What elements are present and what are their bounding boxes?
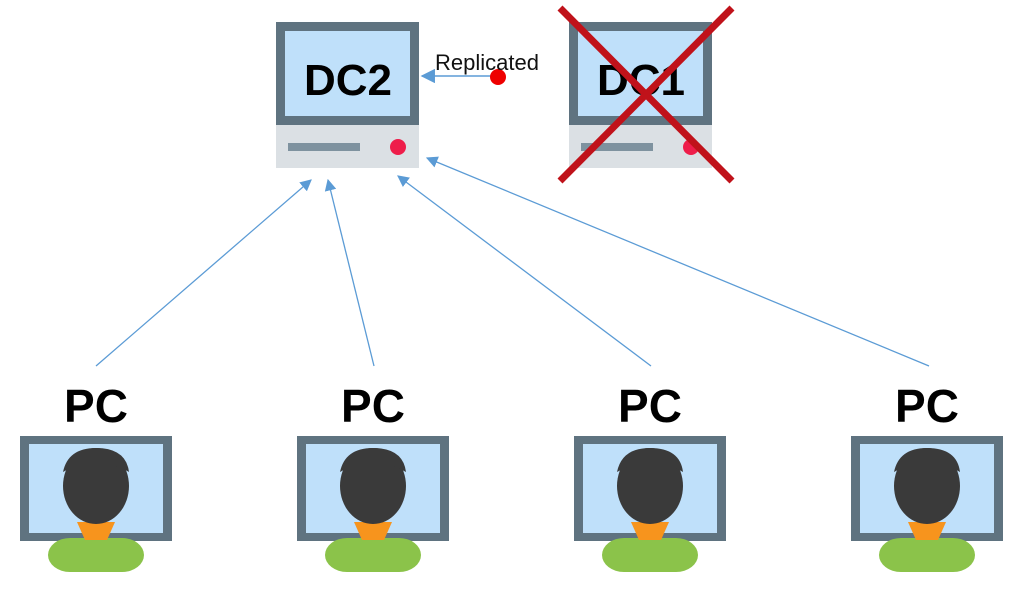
client-pc-2-label: PC	[341, 380, 405, 432]
replication-dot	[490, 69, 506, 85]
connection-arrow-pc4	[425, 156, 930, 367]
connection-arrow-pc1	[95, 179, 312, 367]
connection-arrow-pc3	[397, 175, 652, 367]
client-pc-3-label: PC	[618, 380, 682, 432]
client-pc-4: PC	[851, 380, 1003, 572]
server-dc2-power-led	[390, 139, 406, 155]
replication-link: Replicated	[420, 50, 539, 85]
server-dc2: DC2	[276, 22, 419, 168]
client-pc-1: PC	[20, 380, 172, 572]
server-dc1: DC1	[557, 5, 735, 184]
user-avatar-icon	[602, 448, 698, 572]
replication-label: Replicated	[435, 50, 539, 75]
connection-arrow-pc2	[324, 178, 375, 367]
server-dc2-screen	[285, 31, 410, 116]
client-pc-2: PC	[297, 380, 449, 572]
client-pc-1-label: PC	[64, 380, 128, 432]
failed-cross-icon	[557, 5, 735, 184]
client-pc-4-label: PC	[895, 380, 959, 432]
server-dc1-drive-slot	[581, 143, 653, 151]
user-avatar-icon	[48, 448, 144, 572]
client-pc-3: PC	[574, 380, 726, 572]
user-avatar-icon	[325, 448, 421, 572]
server-dc2-label: DC2	[304, 56, 392, 105]
client-connections	[95, 156, 930, 367]
server-dc2-drive-slot	[288, 143, 360, 151]
user-avatar-icon	[879, 448, 975, 572]
